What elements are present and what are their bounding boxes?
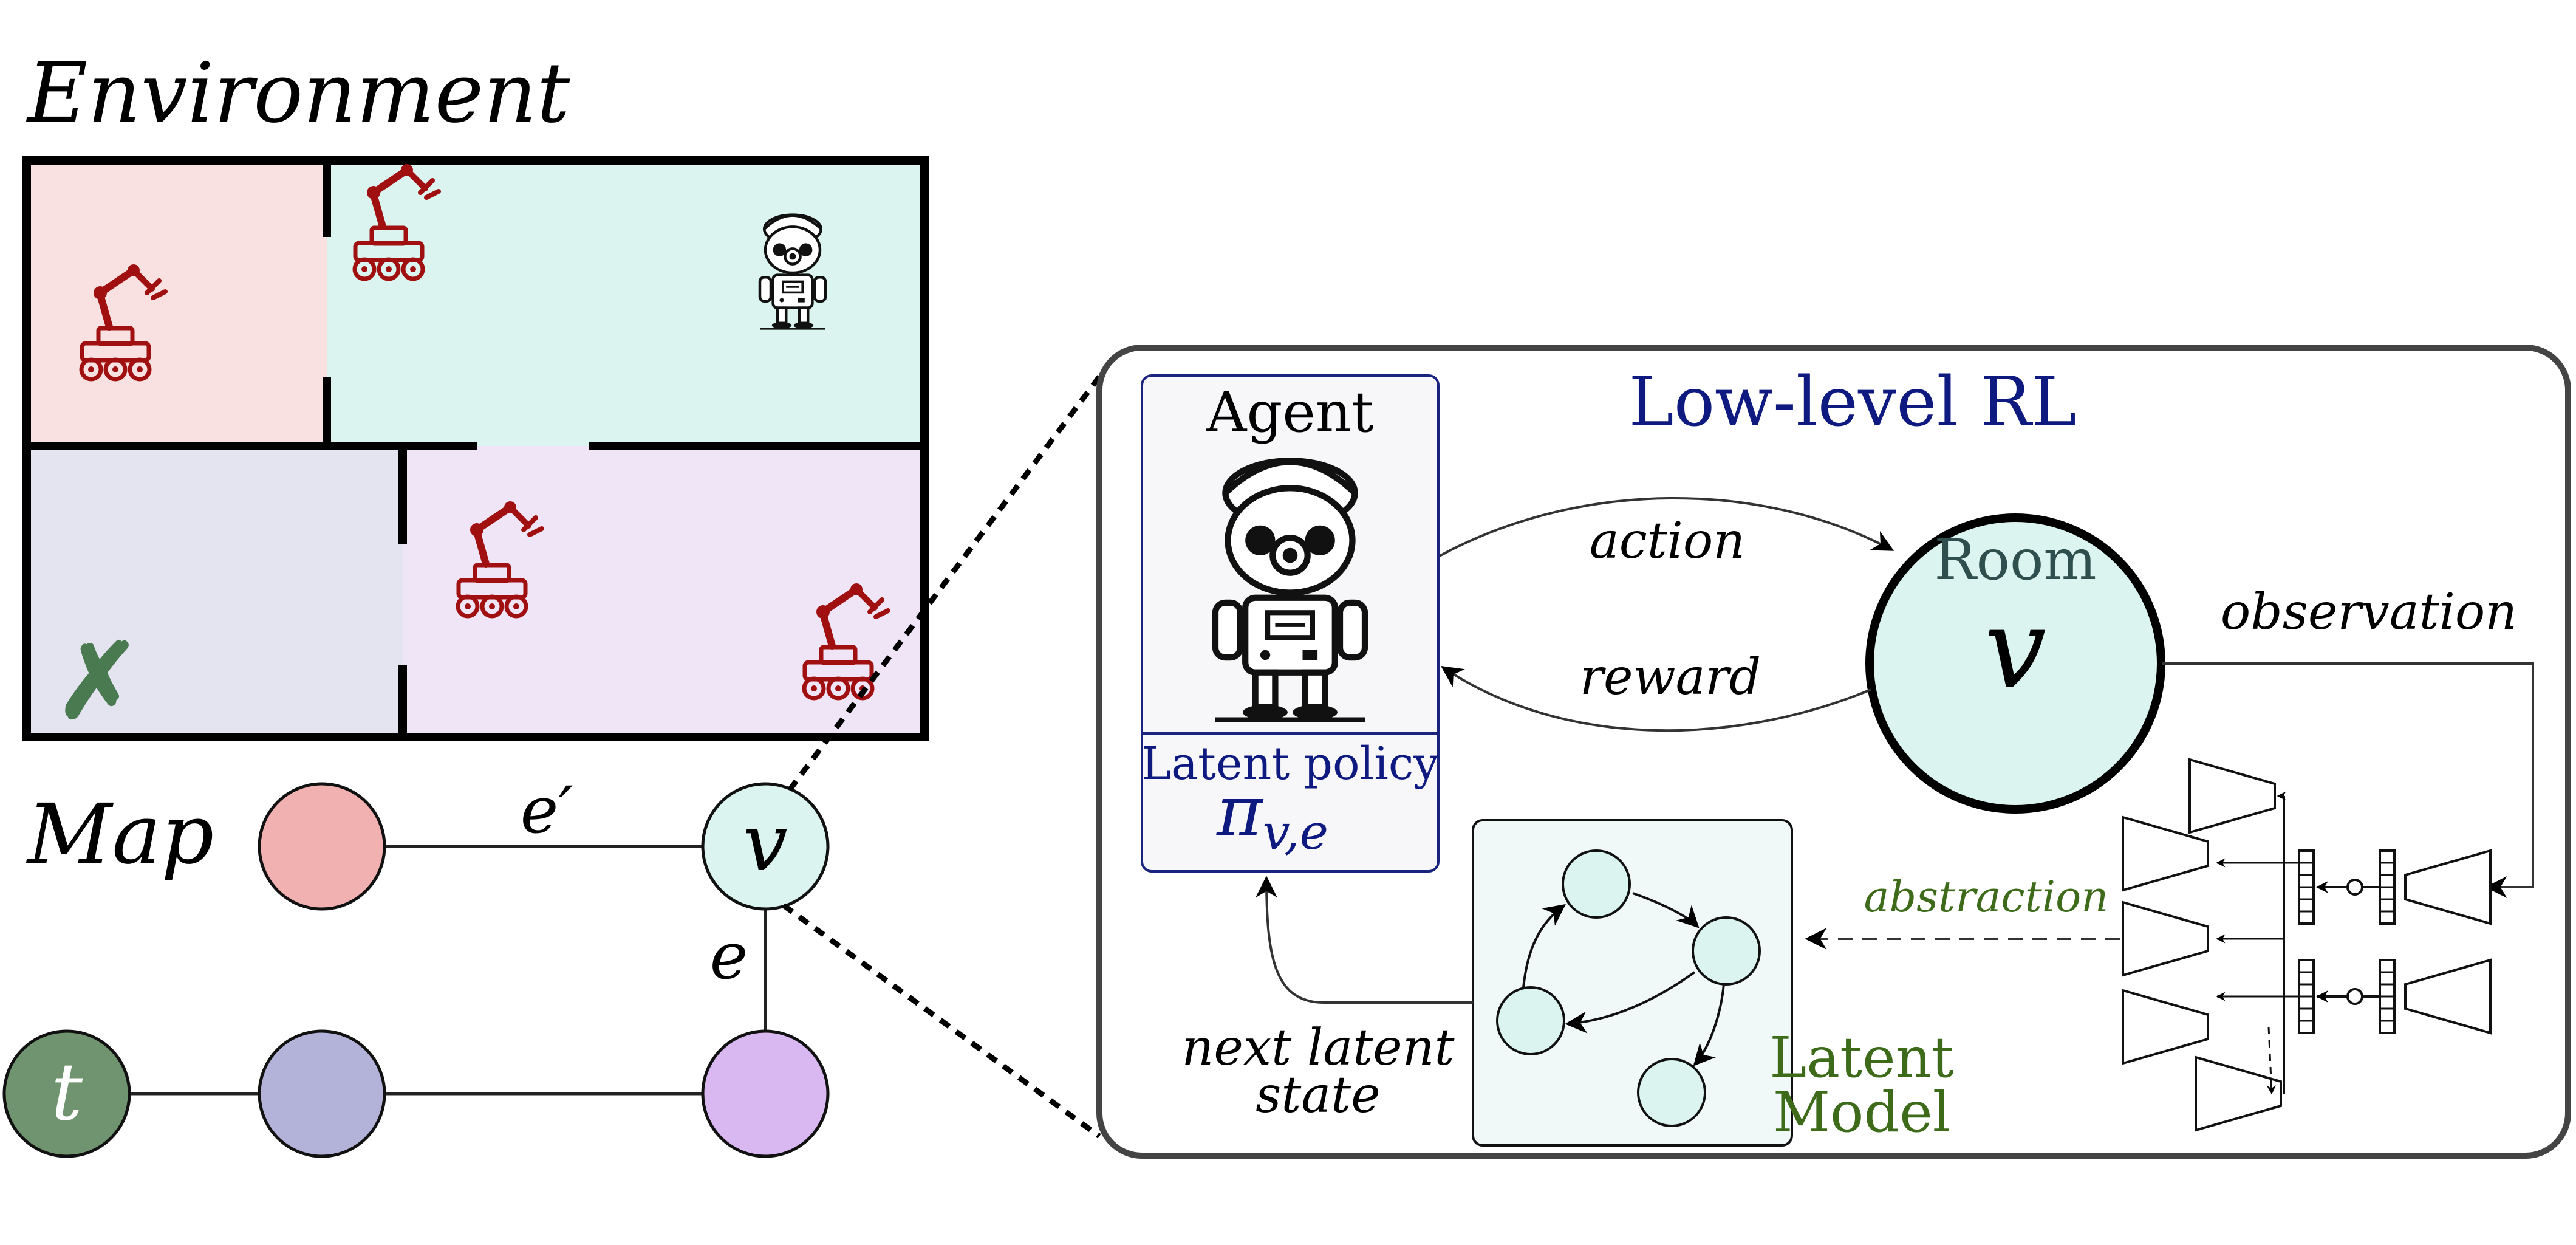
- edge-label-e-prime: e′: [521, 773, 573, 848]
- latent-node: [1637, 1058, 1706, 1127]
- policy-symbol: πv,e: [1215, 771, 1328, 860]
- agent-box: Agent Latent policy πv,e: [1141, 374, 1440, 873]
- room-label: Room: [1934, 527, 2096, 592]
- latent-vector: [2379, 959, 2396, 1034]
- next-latent-label-1: next latent: [1182, 1019, 1455, 1077]
- zoom-connector: [782, 903, 1101, 1139]
- abstraction-label: abstraction: [1864, 872, 2109, 922]
- latent-model-label-1: Latent: [1769, 1025, 1954, 1090]
- map-graph: v t e′ e: [2, 773, 830, 1158]
- latent-vector: [2298, 849, 2315, 925]
- room-top-right: [327, 163, 922, 446]
- low-level-title: Low-level RL: [1628, 363, 2076, 442]
- map-node-v-label: v: [743, 797, 787, 889]
- map-node-t-label: t: [51, 1046, 83, 1138]
- room-node: [1865, 513, 2165, 814]
- latent-vector: [2379, 849, 2396, 925]
- encoder-network: [2122, 758, 2492, 1131]
- latent-model-box: [1472, 819, 1793, 1147]
- latent-node: [1496, 986, 1565, 1055]
- action-label: action: [1590, 512, 1745, 570]
- agent-label: Agent: [1206, 380, 1374, 445]
- map-node-blue: [258, 1029, 386, 1158]
- observation-arrow: [2162, 662, 2534, 898]
- next-latent-arrow: [1256, 876, 1473, 1004]
- map-title: Map: [26, 787, 214, 883]
- node-dot: [2346, 988, 2363, 1005]
- room-symbol: v: [1984, 586, 2046, 713]
- reward-label: reward: [1580, 648, 1761, 706]
- latent-node: [1562, 849, 1631, 919]
- latent-vector: [2298, 959, 2315, 1034]
- node-dot: [2346, 879, 2363, 896]
- environment-grid: ✗: [22, 156, 929, 742]
- environment-title: Environment: [26, 46, 570, 142]
- observation-label: observation: [2221, 583, 2517, 641]
- zoom-connector: [787, 375, 1102, 792]
- room-top-left: [29, 163, 327, 446]
- reward-arrow: [1441, 665, 1871, 732]
- action-arrow: [1439, 496, 1894, 557]
- room-bottom-left: [29, 446, 403, 735]
- latent-policy-label: Latent policy: [1141, 738, 1439, 790]
- latent-model-label-2: Model: [1773, 1080, 1950, 1145]
- map-node-t: [2, 1029, 131, 1158]
- policy-subscript: v,e: [1263, 804, 1328, 860]
- map-node-pink: [258, 782, 386, 911]
- map-node-purple: [701, 1029, 830, 1158]
- goal-cross-icon: ✗: [55, 620, 141, 742]
- next-latent-label-2: state: [1256, 1066, 1380, 1124]
- map-node-v: [701, 782, 830, 911]
- latent-node: [1692, 916, 1761, 986]
- room-bottom-right: [403, 446, 922, 735]
- edge-label-e: e: [710, 919, 748, 993]
- policy-pi: π: [1215, 771, 1264, 852]
